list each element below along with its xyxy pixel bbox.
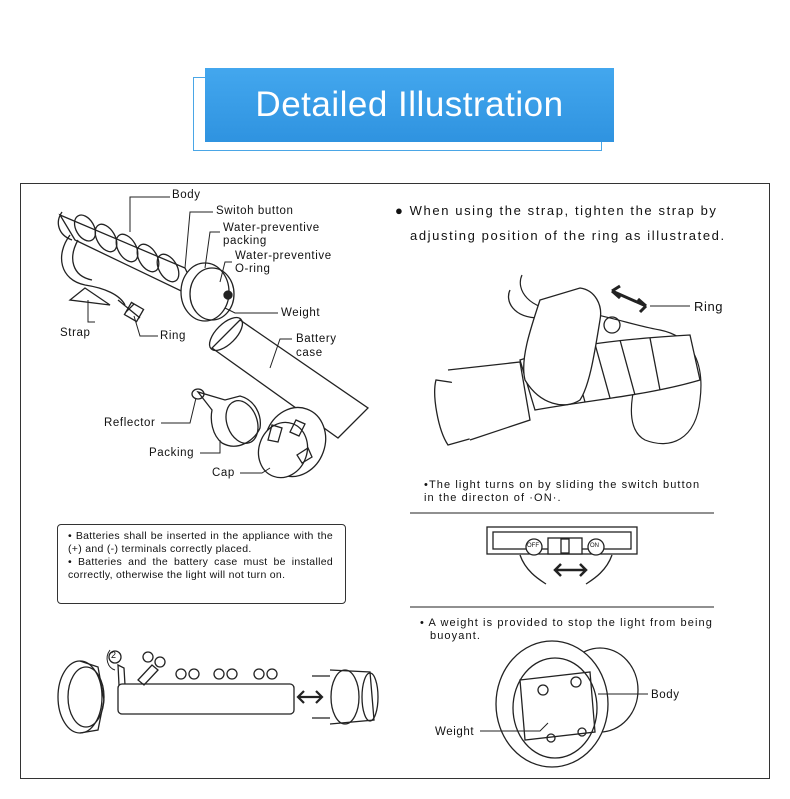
label-weight-right: Weight [435, 726, 475, 738]
hand-strap-drawing [434, 274, 702, 446]
label-ring: Ring [160, 330, 187, 342]
battery-note-line2: Batteries and the battery case must be i… [68, 556, 333, 582]
label-water-oring-1: Water-preventive [235, 250, 332, 262]
battery-note: Batteries shall be inserted in the appli… [57, 524, 346, 604]
switch-drawing [410, 512, 714, 608]
step-number: 2 [111, 650, 117, 660]
strap-note-line1: ● When using the strap, tighten the stra… [395, 203, 718, 218]
label-switch-button: Switoh button [216, 205, 294, 217]
label-cap: Cap [212, 467, 235, 479]
switch-note-line2: in the directon of ·ON·. [424, 492, 562, 504]
weight-body-drawing [480, 640, 648, 768]
flashlight-body-drawing [57, 211, 235, 323]
label-ring-right: Ring [694, 299, 724, 314]
label-weight: Weight [281, 307, 321, 319]
label-body: Body [172, 189, 201, 201]
label-battery-1: Battery [296, 333, 337, 345]
label-water-oring-2: O-ring [235, 263, 271, 275]
label-packing: Packing [149, 447, 195, 459]
leader-lines-left [87, 196, 292, 474]
reflector-drawing [191, 388, 261, 447]
battery-note-line1: Batteries shall be inserted in the appli… [68, 530, 333, 556]
switch-off-label: OFF [527, 543, 539, 549]
weight-note-line2: buoyant. [430, 630, 482, 642]
strap-note-line2: adjusting position of the ring as illust… [410, 228, 726, 243]
banner-title: Detailed Illustration [255, 85, 564, 124]
label-reflector: Reflector [104, 417, 156, 429]
cap-drawing [257, 406, 327, 479]
label-body-right: Body [651, 689, 680, 701]
label-water-packing-1: Water-preventive [223, 222, 320, 234]
battery-insertion-drawing [57, 649, 379, 734]
switch-on-label: ON [590, 543, 599, 549]
label-battery-2: case [296, 347, 323, 359]
switch-note-line1: •The light turns on by sliding the switc… [424, 479, 701, 491]
label-strap: Strap [60, 327, 91, 339]
label-water-packing-2: packing [223, 235, 267, 247]
weight-note-line1: • A weight is provided to stop the light… [420, 617, 713, 629]
illustration-frame [20, 183, 770, 779]
title-banner: Detailed Illustration [205, 68, 614, 142]
